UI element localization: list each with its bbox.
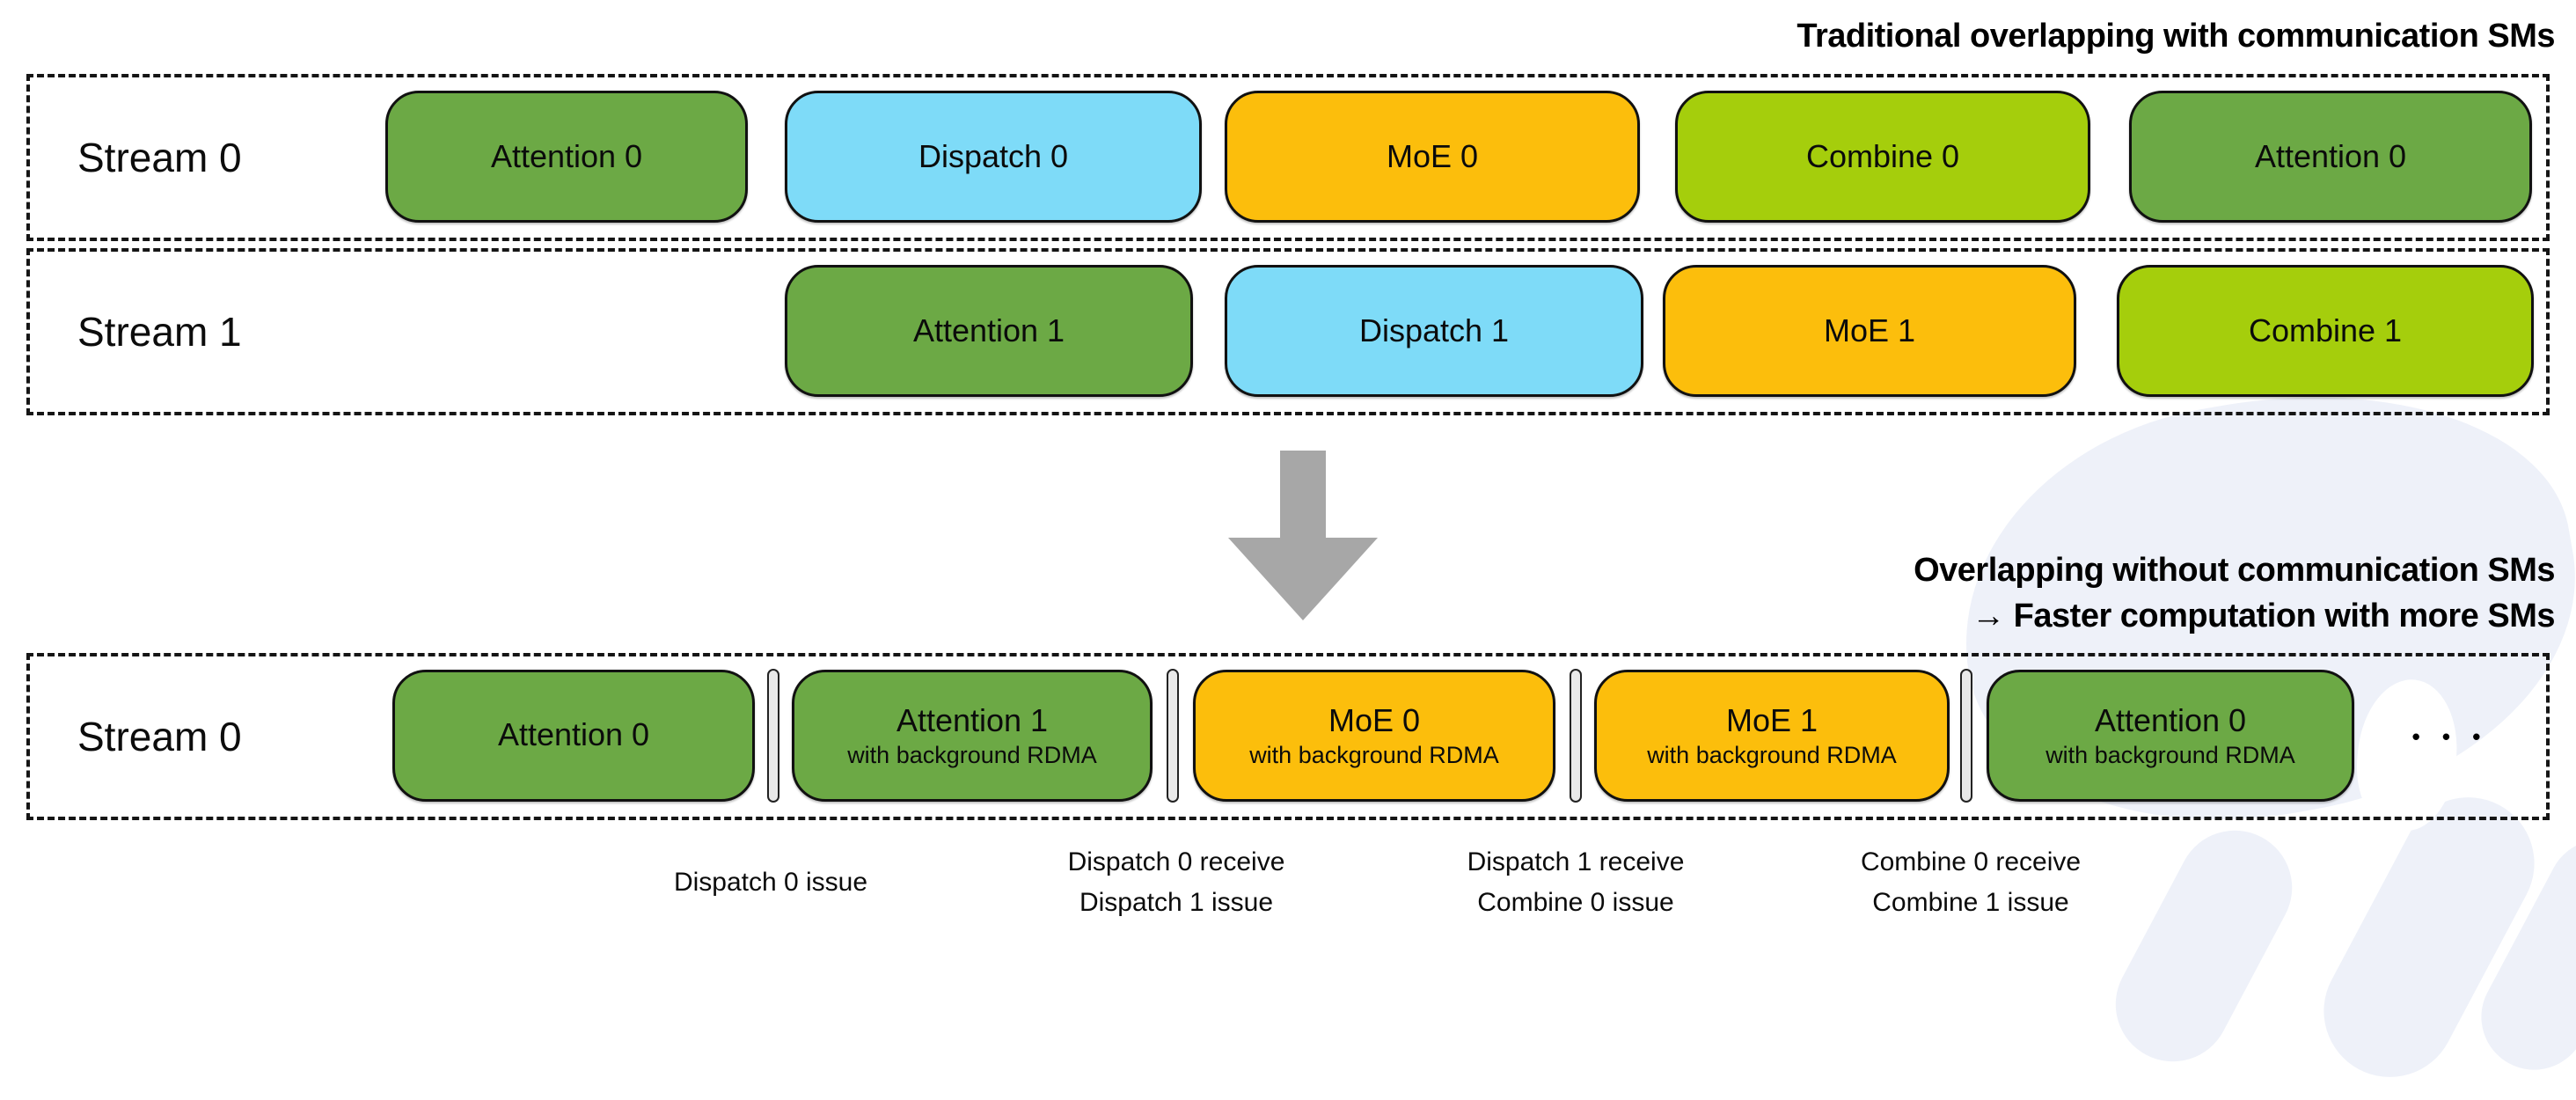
- divider-bar: [1960, 669, 1972, 803]
- task-block-label: Combine 1: [2248, 312, 2403, 348]
- annotation-dispatch0-issue: Dispatch 0 issue: [586, 831, 955, 935]
- annotation-line: Dispatch 0 receive: [1067, 847, 1285, 876]
- task-block-label: MoE 0: [1328, 702, 1421, 738]
- divider-bar: [1167, 669, 1179, 803]
- task-block-combine0: Combine 0: [1675, 91, 2090, 223]
- task-block-label: Attention 0: [2254, 138, 2407, 174]
- task-block-label: MoE 1: [1823, 312, 1916, 348]
- annotation-combine0-receive: Combine 0 receive Combine 1 issue: [1786, 831, 2155, 935]
- traditional-title: Traditional overlapping with communicati…: [1797, 18, 2555, 55]
- annotation-dispatch0-receive: Dispatch 0 receive Dispatch 1 issue: [992, 831, 1361, 935]
- stream0-label-bottom: Stream 0: [77, 714, 242, 759]
- task-block-attention0: Attention 0: [385, 91, 748, 223]
- task-block-attention1: Attention 1: [785, 265, 1193, 397]
- task-block-moe0: MoE 0: [1225, 91, 1640, 223]
- stream1-label: Stream 1: [77, 309, 242, 355]
- stream0-label: Stream 0: [77, 135, 242, 180]
- task-block-label: Attention 1: [896, 702, 1049, 738]
- annotation-line: Dispatch 0 issue: [673, 867, 868, 897]
- task-block-subtitle: with background RDMA: [1647, 742, 1897, 768]
- divider-bar: [767, 669, 779, 803]
- task-block-combine1: Combine 1: [2117, 265, 2534, 397]
- annotation-line: Dispatch 1 issue: [1079, 888, 1274, 917]
- annotation-dispatch1-receive: Dispatch 1 receive Combine 0 issue: [1391, 831, 1760, 935]
- task-block-label: Attention 0: [2094, 702, 2247, 738]
- task-block-label: Dispatch 0: [918, 138, 1069, 174]
- down-arrow-icon: [1280, 451, 1326, 539]
- down-arrow-icon: [1228, 538, 1378, 620]
- task-block-label: Dispatch 1: [1358, 312, 1510, 348]
- ellipsis-dots: • • •: [2411, 722, 2489, 750]
- overlapping-stream0-box: Stream 0 Attention 0 Attention 1 with ba…: [26, 653, 2550, 820]
- task-block-subtitle: with background RDMA: [1249, 742, 1499, 768]
- task-block-dispatch0: Dispatch 0: [785, 91, 1202, 223]
- task-block-label: MoE 1: [1725, 702, 1819, 738]
- task-block-attention1-rdma: Attention 1 with background RDMA: [792, 670, 1153, 802]
- task-block-moe1: MoE 1: [1663, 265, 2076, 397]
- task-block-moe0-rdma: MoE 0 with background RDMA: [1193, 670, 1555, 802]
- overlapping-title-line1: Overlapping without communication SMs: [1914, 552, 2555, 589]
- task-block-subtitle: with background RDMA: [847, 742, 1097, 768]
- task-block-subtitle: with background RDMA: [2045, 742, 2295, 768]
- task-block-label: Combine 0: [1805, 138, 1960, 174]
- task-block-dispatch1: Dispatch 1: [1225, 265, 1643, 397]
- task-block-attention0-rdma: Attention 0 with background RDMA: [1987, 670, 2354, 802]
- task-block-label: MoE 0: [1386, 138, 1479, 174]
- annotation-line: Dispatch 1 receive: [1467, 847, 1685, 876]
- overlapping-title-line2: → Faster computation with more SMs: [1972, 598, 2555, 634]
- annotation-line: Combine 0 receive: [1860, 847, 2082, 876]
- task-block-label: Attention 1: [912, 312, 1065, 348]
- task-block-label: Attention 0: [490, 138, 643, 174]
- task-block-attention0b: Attention 0: [2129, 91, 2532, 223]
- traditional-stream0-box: Stream 0 Attention 0 Dispatch 0 MoE 0 Co…: [26, 74, 2550, 241]
- divider-bar: [1570, 669, 1582, 803]
- task-block-attention0: Attention 0: [392, 670, 755, 802]
- traditional-stream1-box: Stream 1 Attention 1 Dispatch 1 MoE 1 Co…: [26, 248, 2550, 415]
- diagram-canvas: Traditional overlapping with communicati…: [26, 18, 2555, 935]
- annotation-line: Combine 1 issue: [1872, 888, 2069, 917]
- task-block-label: Attention 0: [497, 715, 650, 752]
- task-block-moe1-rdma: MoE 1 with background RDMA: [1594, 670, 1950, 802]
- annotation-line: Combine 0 issue: [1477, 888, 1674, 917]
- overlapping-title: Overlapping without communication SMs → …: [1914, 547, 2555, 639]
